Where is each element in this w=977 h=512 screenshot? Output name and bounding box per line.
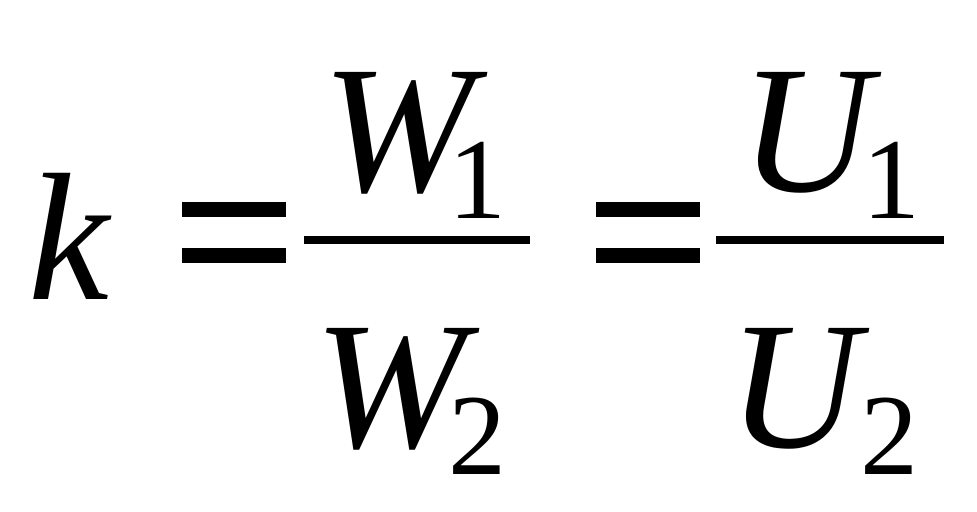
- denominator-symbol-u: U: [728, 286, 860, 487]
- fraction-bar-1: [304, 236, 530, 244]
- numerator-subscript: 1: [862, 116, 920, 244]
- fraction-bar-2: [716, 236, 944, 244]
- numerator-subscript: 1: [448, 116, 506, 244]
- numerator-symbol-w: W: [322, 30, 474, 231]
- denominator-subscript: 2: [860, 372, 918, 500]
- numerator-symbol-u: U: [740, 30, 872, 231]
- variable-k: k: [28, 138, 109, 339]
- denominator-symbol-w: W: [314, 286, 466, 487]
- denominator-subscript: 2: [448, 372, 506, 500]
